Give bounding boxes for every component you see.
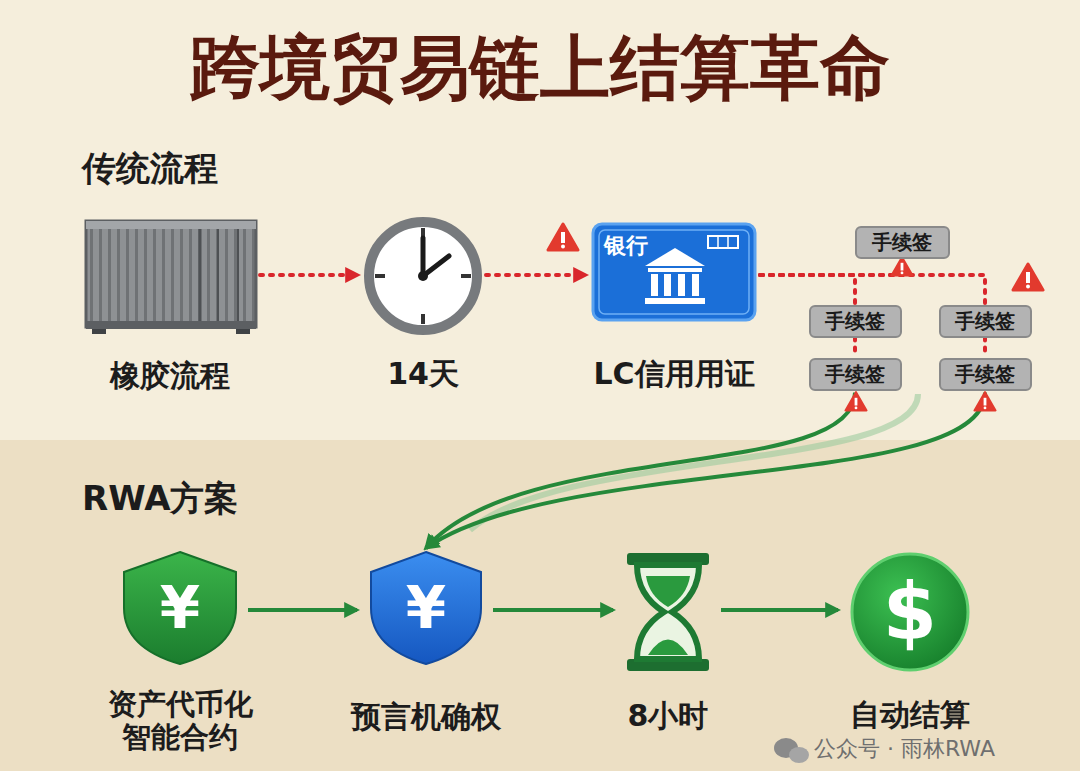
fee-box: 手续签 <box>939 358 1032 391</box>
container-node: 橡胶流程 <box>84 219 256 331</box>
bank-card-node: 银行LC信用用证 <box>592 223 756 321</box>
box-text: 手续签 <box>825 361 885 388</box>
coin-node: $自动结算 <box>852 554 968 670</box>
shield-node: ¥预言机确权 <box>371 552 481 664</box>
dotted-connector <box>983 338 987 358</box>
icon-glyph: $ <box>883 573 937 651</box>
warning-icon <box>975 392 996 410</box>
node-label: 8小时 <box>628 699 709 734</box>
dotted-connector <box>760 275 855 305</box>
arrow-connector <box>721 608 838 612</box>
dotted-connector <box>760 259 902 276</box>
arrow-connector <box>493 608 613 612</box>
node-label: 预言机确权 <box>351 700 501 735</box>
fee-box: 手续签 <box>939 305 1032 338</box>
node-label: 资产代币化 智能合约 <box>90 688 270 755</box>
wechat-icon <box>774 738 809 763</box>
section-label: RWA方案 <box>82 478 238 519</box>
box-text: 手续签 <box>872 229 932 256</box>
warning-icon <box>892 257 913 275</box>
icon-glyph: ¥ <box>406 579 446 637</box>
box-text: 手续签 <box>955 308 1015 335</box>
arrow-connector <box>426 393 855 549</box>
dotted-connector <box>486 273 586 277</box>
container-icon <box>86 221 256 334</box>
fee-box: 手续签 <box>809 305 902 338</box>
dotted-connector <box>260 273 358 277</box>
blue-shield <box>371 552 481 664</box>
arrow-connector <box>426 393 985 549</box>
node-label: 橡胶流程 <box>110 359 230 394</box>
icon-glyph: ¥ <box>160 579 200 637</box>
clock-icon <box>369 222 477 330</box>
warning-icon <box>846 392 867 410</box>
hourglass-icon <box>627 553 709 671</box>
fee-box: 手续签 <box>855 226 950 259</box>
node-label: LC信用用证 <box>593 357 754 392</box>
watermark: 公众号 · 雨林RWA <box>814 736 995 762</box>
dotted-connector <box>853 338 857 358</box>
box-text: 手续签 <box>825 308 885 335</box>
dotted-connector <box>760 275 985 305</box>
bank-card-icon <box>593 224 755 320</box>
box-text: 手续签 <box>955 361 1015 388</box>
clock-node: 14天 <box>364 217 482 335</box>
fee-box: 手续签 <box>809 358 902 391</box>
node-label: 自动结算 <box>850 698 970 733</box>
green-shield <box>124 552 236 664</box>
top-ground <box>0 0 1080 440</box>
dollar-coin <box>852 554 968 670</box>
diagram-title: 跨境贸易链上结算革命 <box>0 26 1080 110</box>
card-title: 银行 <box>604 231 648 261</box>
hourglass-node: 8小时 <box>627 553 709 671</box>
warning-icon <box>548 224 578 250</box>
shield-node: ¥资产代币化 智能合约 <box>124 552 236 664</box>
node-label: 14天 <box>387 357 459 392</box>
section-label: 传统流程 <box>82 148 218 189</box>
arrow-connector <box>248 608 357 612</box>
warning-icon <box>1013 264 1043 290</box>
